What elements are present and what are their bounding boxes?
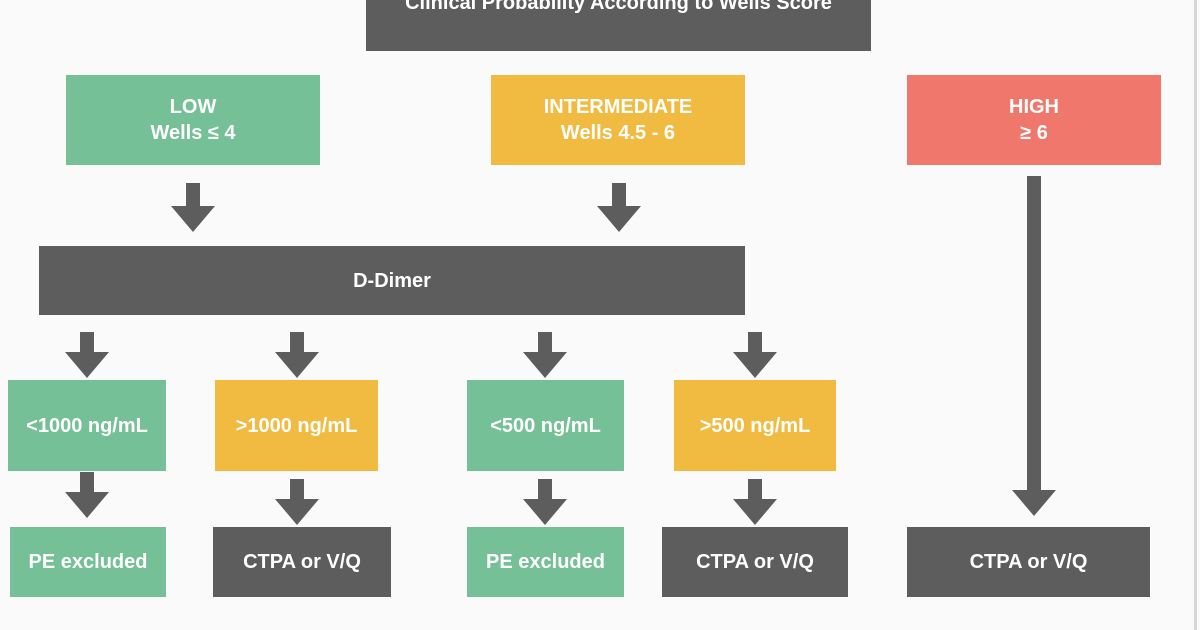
scrollbar-edge [1194,0,1197,630]
outcome-ctpa-2: CTPA or V/Q [662,527,848,597]
threshold-box-intermediate-positive: >500 ng/mL [674,380,836,471]
down-arrow-icon [733,479,777,525]
down-arrow-icon [523,332,567,378]
intermediate-probability-box: INTERMEDIATE Wells 4.5 - 6 [491,75,745,165]
down-arrow-icon [523,479,567,525]
down-arrow-icon [65,332,109,378]
down-arrow-icon [1012,176,1056,516]
d-dimer-box: D-Dimer [39,246,745,315]
threshold-box-low-positive: >1000 ng/mL [215,380,378,471]
threshold-box-low-negative: <1000 ng/mL [8,380,166,471]
down-arrow-icon [733,332,777,378]
down-arrow-icon [65,472,109,518]
down-arrow-icon [597,183,641,232]
down-arrow-icon [171,183,215,232]
down-arrow-icon [275,479,319,525]
high-probability-box: HIGH ≥ 6 [907,75,1161,165]
outcome-ctpa-3: CTPA or V/Q [907,527,1150,597]
outcome-ctpa-1: CTPA or V/Q [213,527,391,597]
title-box: Clinical Probability According to Wells … [366,0,871,51]
outcome-pe-excluded-2: PE excluded [467,527,624,597]
low-probability-box: LOW Wells ≤ 4 [66,75,320,165]
threshold-box-intermediate-negative: <500 ng/mL [467,380,624,471]
down-arrow-icon [275,332,319,378]
outcome-pe-excluded-1: PE excluded [10,527,166,597]
